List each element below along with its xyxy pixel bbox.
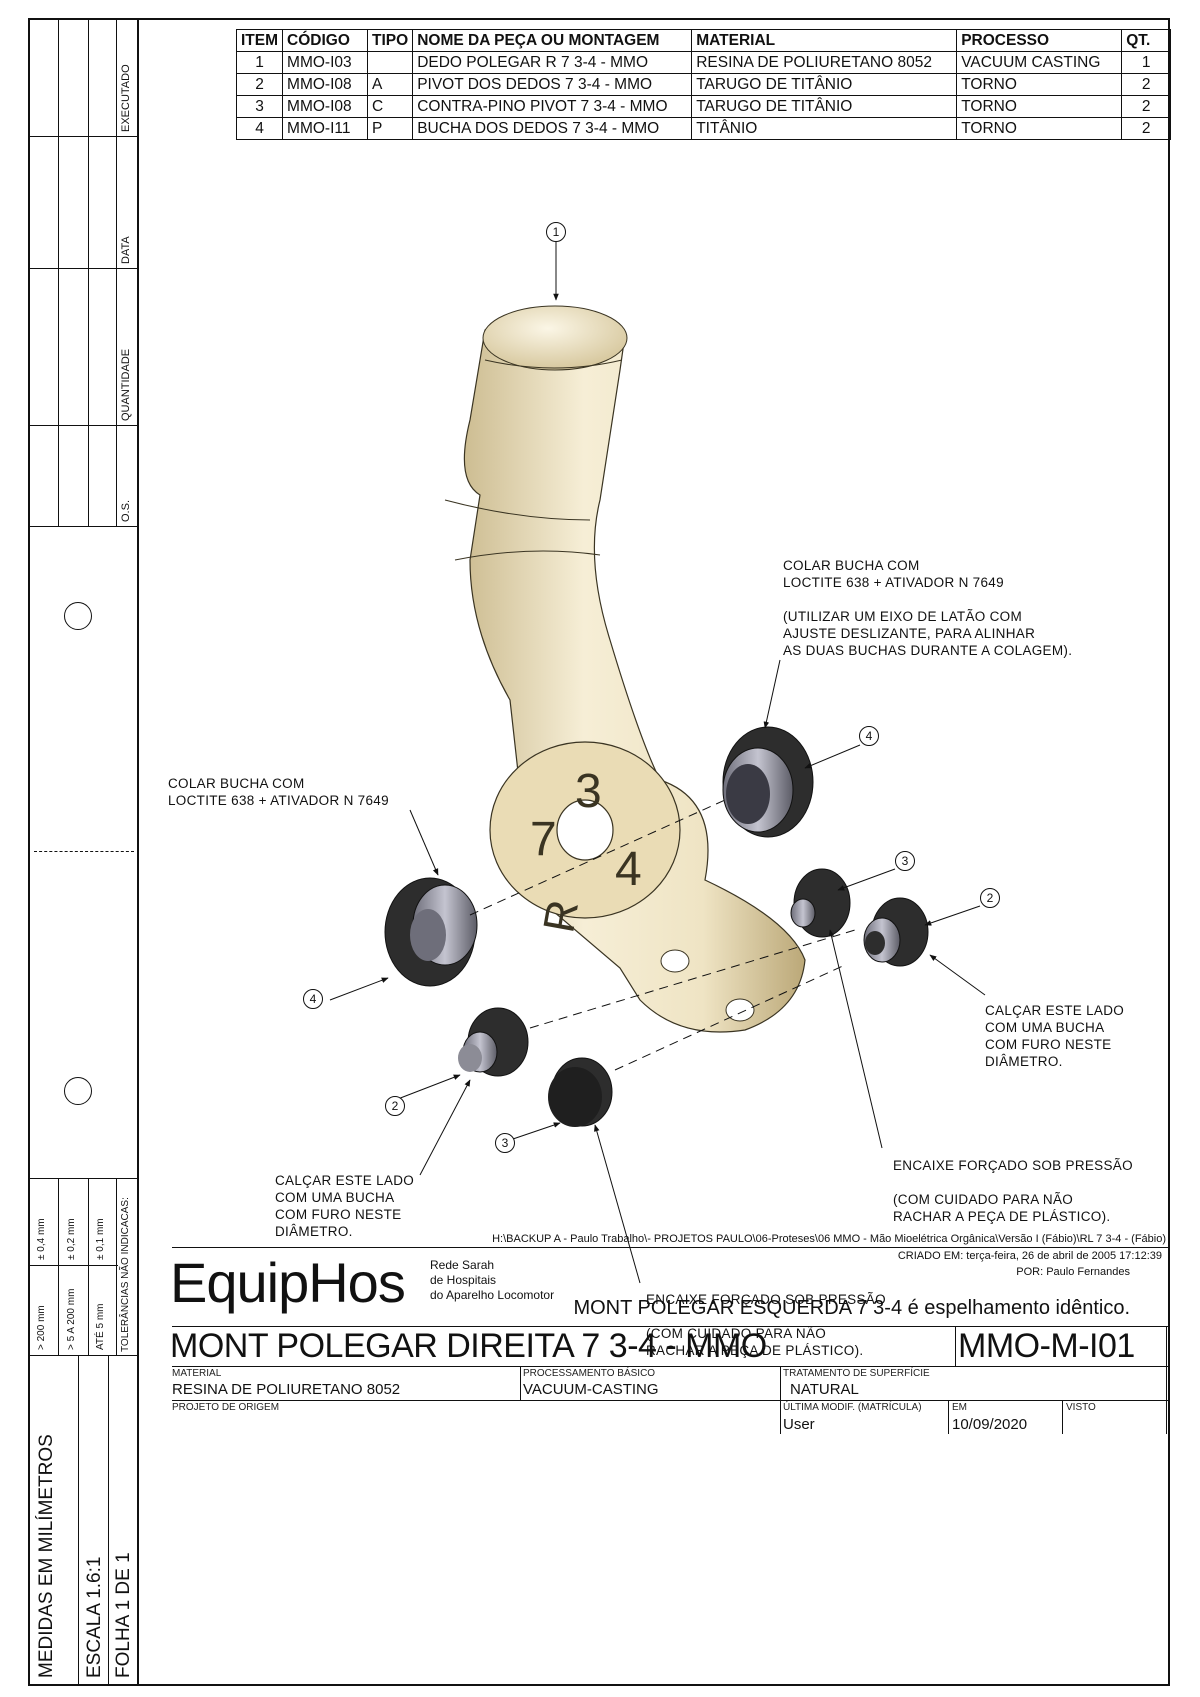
balloon-item-3-lower: 3 [495, 1133, 515, 1153]
process-value: VACUUM-CASTING [523, 1381, 659, 1398]
material-label: MATERIAL [172, 1368, 222, 1379]
organization-line-2: de Hospitais [430, 1273, 497, 1287]
bom-cell: BUCHA DOS DEDOS 7 3-4 - MMO [412, 117, 693, 140]
engraving-4: 4 [615, 843, 642, 896]
balloon-item-1: 1 [546, 222, 566, 242]
balloon-item-4-lower: 4 [303, 989, 323, 1009]
drawing-title: MONT POLEGAR DIREITA 7 3-4 - MMO [170, 1327, 767, 1365]
bom-cell: TORNO [956, 117, 1123, 140]
balloon-item-2-lower: 2 [385, 1096, 405, 1116]
note-press-fit-right: ENCAIXE FORÇADO SOB PRESSÃO (COM CUIDADO… [893, 1158, 1133, 1224]
thumb-finger-part: 7 3 4 R [444, 305, 806, 1033]
sheet-border-left [28, 18, 30, 1686]
bom-cell: CONTRA-PINO PIVOT 7 3-4 - MMO [412, 95, 693, 118]
material-value: RESINA DE POLIURETANO 8052 [172, 1381, 401, 1398]
process-label: PROCESSAMENTO BÁSICO [523, 1368, 656, 1379]
modified-by-value: User [783, 1416, 815, 1433]
bom-header-qty: QT. [1121, 29, 1172, 52]
cap-lower [548, 1057, 613, 1127]
bom-cell: MMO-I03 [282, 51, 369, 74]
bom-header-process: PROCESSO [956, 29, 1123, 52]
modified-date-label: EM [952, 1402, 967, 1413]
surface-value: NATURAL [790, 1381, 859, 1398]
note-glue-bushing-upper: COLAR BUCHA COM LOCTITE 638 + ATIVADOR N… [783, 558, 1073, 658]
bom-cell: TITÂNIO [691, 117, 958, 140]
bom-table: ITEM CÓDIGO TIPO NOME DA PEÇA OU MONTAGE… [235, 29, 1172, 140]
table-row: 4 MMO-I11 P BUCHA DOS DEDOS 7 3-4 - MMO … [235, 117, 1172, 140]
bom-cell: DEDO POLEGAR R 7 3-4 - MMO [412, 51, 693, 74]
bushing-left [384, 877, 478, 987]
table-row: 3 MMO-I08 C CONTRA-PINO PIVOT 7 3-4 - MM… [235, 95, 1172, 118]
bom-cell: RESINA DE POLIURETANO 8052 [691, 51, 958, 74]
note-press-fit-center: ENCAIXE FORÇADO SOB PRESSÃO (COM CUIDADO… [646, 1292, 886, 1358]
drawing-area-border-left [137, 18, 139, 1686]
pivot-left [458, 1007, 529, 1077]
note-glue-bushing-left: COLAR BUCHA COM LOCTITE 638 + ATIVADOR N… [168, 776, 389, 808]
bom-cell: 4 [235, 117, 284, 140]
punch-hole-bottom [64, 1077, 92, 1105]
balloon-item-2-upper: 2 [980, 888, 1000, 908]
bom-cell: TORNO [956, 95, 1123, 118]
balloon-item-3-upper: 3 [895, 851, 915, 871]
bom-cell: 2 [1121, 117, 1172, 140]
engraving-7: 7 [530, 813, 557, 866]
company-logo: EquipHos [170, 1251, 406, 1314]
leader-lines [329, 241, 986, 1284]
created-date: CRIADO EM: terça-feira, 26 de abril de 2… [897, 1250, 1162, 1262]
engraving-3: 3 [575, 765, 602, 818]
bom-cell: VACUUM CASTING [956, 51, 1123, 74]
organization-line-1: Rede Sarah [430, 1258, 495, 1272]
bushing-upper [722, 726, 814, 838]
modified-by-label: ÚLTIMA MODIF. (MATRÍCULA) [783, 1402, 922, 1413]
bom-cell: MMO-I11 [282, 117, 369, 140]
drawing-code: MMO-M-I01 [958, 1327, 1135, 1365]
assembly-axis-lines [469, 799, 856, 1071]
table-row: 1 MMO-I03 DEDO POLEGAR R 7 3-4 - MMO RES… [235, 51, 1172, 74]
file-path: H:\BACKUP A - Paulo Trabalho\- PROJETOS … [492, 1233, 1166, 1245]
sheet-border-bottom [28, 1684, 1170, 1686]
author: POR: Paulo Fernandes [1016, 1266, 1130, 1278]
punch-hole-top [64, 602, 92, 630]
balloon-item-4-upper: 4 [859, 726, 879, 746]
bom-cell: P [367, 117, 414, 140]
pivot-right [863, 897, 929, 967]
sheet-border-top [28, 18, 1170, 20]
sheet-border-right [1168, 18, 1170, 1686]
surface-label: TRATAMENTO DE SUPERFÍCIE [783, 1368, 930, 1379]
origin-label: PROJETO DE ORIGEM [172, 1402, 280, 1413]
cap-upper [790, 868, 851, 938]
note-shim-right: CALÇAR ESTE LADO COM UMA BUCHA COM FURO … [985, 1003, 1125, 1069]
bom-header-type: TIPO [367, 29, 414, 52]
approved-label: VISTO [1066, 1402, 1096, 1413]
bom-cell: TARUGO DE TITÂNIO [691, 95, 958, 118]
organization-line-3: do Aparelho Locomotor [430, 1288, 555, 1302]
mirror-note: MONT POLEGAR ESQUERDA 7 3-4 é espelhamen… [573, 1297, 1130, 1319]
bom-header-code: CÓDIGO [282, 29, 369, 52]
note-shim-left: CALÇAR ESTE LADO COM UMA BUCHA COM FURO … [275, 1173, 415, 1239]
bom-header-item: ITEM [235, 29, 284, 52]
modified-date-value: 10/09/2020 [952, 1416, 1028, 1433]
center-mark [34, 851, 134, 852]
